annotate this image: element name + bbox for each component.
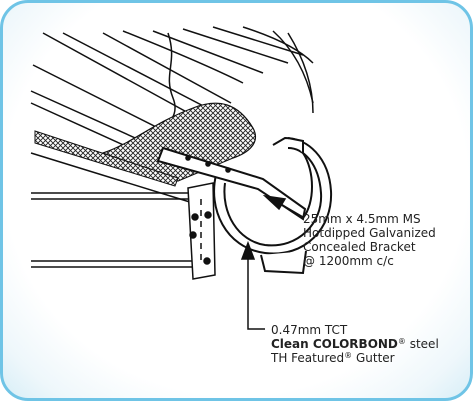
- concealed-bracket: [156, 146, 313, 221]
- gutter-callout-line3: TH Featured® Gutter: [271, 351, 439, 365]
- gutter-material: steel: [405, 337, 439, 351]
- registered-mark: ®: [344, 351, 353, 360]
- gutter-product-name: Clean COLORBOND: [271, 337, 398, 351]
- bracket-callout-line2: Hotdipped Galvanized: [303, 226, 436, 240]
- sarking-mesh: [101, 102, 256, 182]
- gutter-leader: [240, 240, 265, 330]
- gutter-callout-line2: Clean COLORBOND® steel: [271, 337, 439, 351]
- gutter-type: Gutter: [352, 351, 395, 365]
- roof-sheeting: [30, 26, 314, 164]
- bracket-callout-line1: 25mm x 4.5mm MS: [303, 212, 421, 226]
- fascia-mesh-strip: [34, 130, 179, 187]
- bracket-callout: 25mm x 4.5mm MS Hotdipped Galvanized Con…: [303, 212, 436, 268]
- bracket-leader: [262, 194, 304, 218]
- registered-mark: ®: [397, 337, 406, 346]
- gutter-bracket-drawing: [30, 26, 333, 330]
- fascia-board: [30, 152, 208, 268]
- gutter-range-name: TH Featured: [271, 351, 345, 365]
- gutter-callout: 0.47mm TCT Clean COLORBOND® steel TH Fea…: [271, 323, 439, 365]
- bracket-callout-line4: @ 1200mm c/c: [303, 254, 394, 268]
- gutter-callout-line1: 0.47mm TCT: [271, 323, 348, 337]
- fascia-bracket-plate: [187, 182, 216, 280]
- bracket-callout-line3: Concealed Bracket: [303, 240, 416, 254]
